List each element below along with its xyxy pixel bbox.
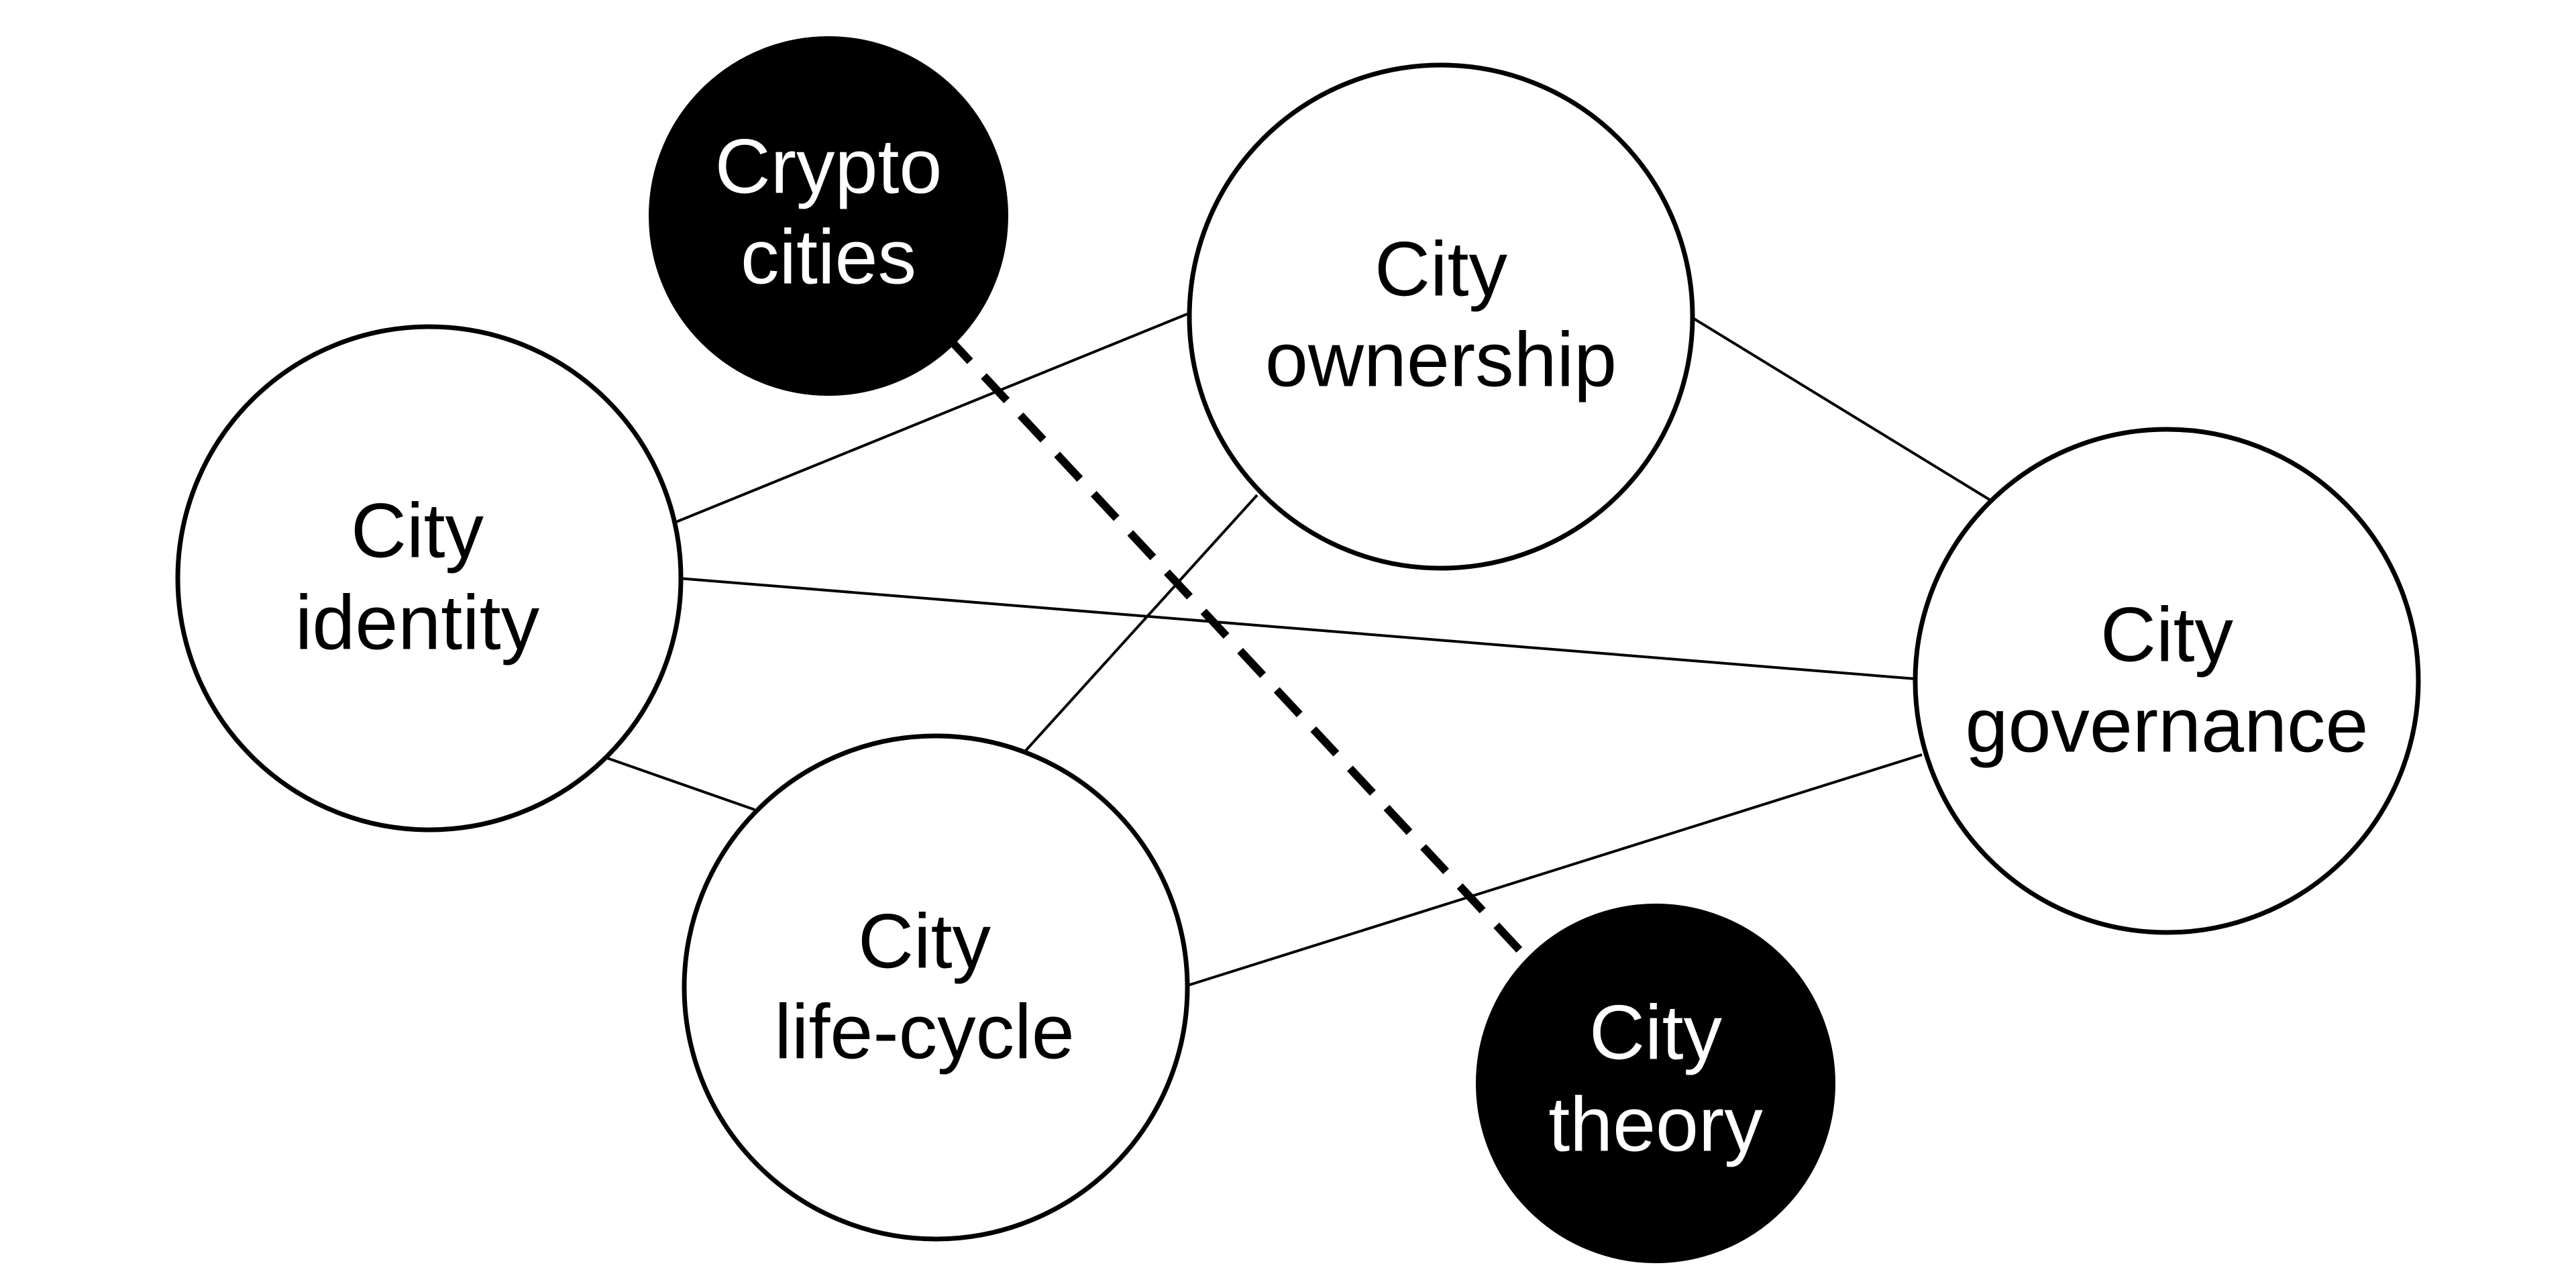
node-city-life-cycle: City life-cycle: [682, 733, 1190, 1242]
node-city-governance: City governance: [1913, 427, 2421, 935]
node-label-line1: Crypto: [715, 123, 943, 209]
node-label-line2: ownership: [1265, 317, 1617, 402]
edge-identity-governance: [678, 577, 1917, 680]
edge-identity-ownership: [676, 313, 1188, 523]
edge-lifecycle-governance: [1185, 753, 1923, 987]
node-label-line2: identity: [295, 580, 540, 665]
edge-identity-lifecycle: [606, 757, 755, 811]
node-label-line1: City: [858, 898, 991, 984]
node-label-line2: life-cycle: [774, 989, 1074, 1075]
node-city-ownership: City ownership: [1187, 62, 1695, 571]
edge-ownership-lifecycle: [1024, 494, 1258, 753]
node-city-theory: City theory: [1476, 904, 1835, 1263]
edge-crypto-theory-dashed: [944, 333, 1530, 961]
node-label-line2: theory: [1548, 1081, 1763, 1167]
node-label-line1: City: [1375, 226, 1508, 312]
node-label-line1: City: [351, 488, 484, 574]
edges: [606, 313, 1991, 987]
edge-ownership-governance: [1693, 317, 1991, 501]
node-label-line2: governance: [1966, 682, 2369, 768]
node-city-identity: City identity: [175, 324, 684, 833]
node-label-line1: City: [1589, 989, 1723, 1075]
node-label-line2: cities: [741, 214, 916, 300]
node-crypto-cities: Crypto cities: [649, 36, 1008, 396]
node-label-line1: City: [2100, 592, 2234, 678]
